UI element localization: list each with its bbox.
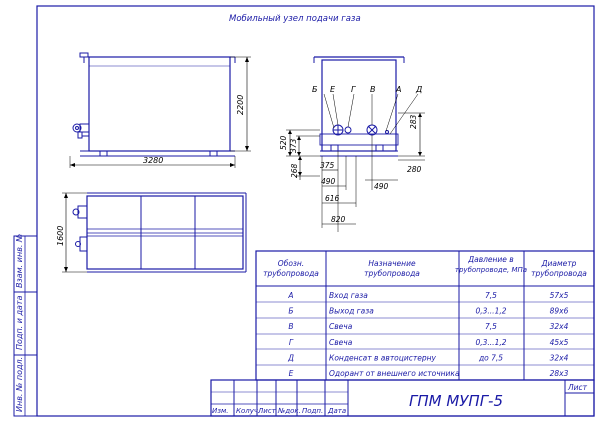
header-designation-2: трубопровода [263, 269, 319, 278]
pipe-letter-d: Д [415, 85, 422, 94]
col-data: Дата [327, 407, 346, 415]
cell-purpose: Свеча [329, 338, 353, 347]
drawing-title: Мобильный узел подачи газа [229, 14, 361, 24]
col-list: Лист [257, 407, 277, 415]
stamp-sign-label: Подп. и дата [15, 295, 24, 350]
header-diameter-2: трубопровода [531, 269, 587, 278]
dim-280: 280 [407, 165, 422, 174]
sheet-label: Лист [567, 383, 588, 392]
dim-268: 268 [290, 163, 299, 178]
document-name: ГПМ МУПГ-5 [409, 392, 503, 410]
pipeline-table: Обозн. трубопровода Назначение трубопров… [255, 250, 595, 381]
cell-purpose: Выход газа [329, 307, 374, 316]
dim-520: 520 [279, 135, 288, 150]
pipe-letter-v: В [370, 85, 376, 94]
side-height-dim: 2200 [236, 95, 245, 115]
cell-diameter: 32х4 [550, 322, 569, 331]
cell-pressure: 7,5 [485, 291, 497, 300]
cell-diameter: 28х3 [550, 369, 569, 378]
cell-designation: Д [287, 353, 294, 362]
cell-purpose: Конденсат в автоцистерну [329, 353, 437, 362]
cell-designation: Б [288, 307, 293, 316]
pipe-letter-e: Е [330, 85, 336, 94]
cell-diameter: 32х4 [550, 353, 569, 362]
cell-purpose: Вход газа [329, 291, 368, 300]
cell-pressure: 0,3...1,2 [475, 307, 506, 316]
pipe-letter-a: А [395, 85, 401, 94]
dim-490-left: 490 [321, 177, 336, 186]
header-purpose-1: Назначение [368, 259, 416, 268]
col-izm: Изм. [212, 407, 228, 415]
top-depth-dim: 1600 [56, 226, 65, 246]
dim-283: 283 [409, 114, 418, 129]
header-purpose-2: трубопровода [364, 269, 420, 278]
cell-diameter: 57х5 [550, 291, 569, 300]
cell-pressure: до 7,5 [478, 353, 503, 362]
side-view: 2200 3280 [69, 52, 251, 168]
cell-purpose: Свеча [329, 322, 353, 331]
header-pressure-1: Давление в [467, 255, 513, 264]
cell-purpose: Одорант от внешнего источника [329, 369, 460, 378]
header-diameter-1: Диаметр [541, 259, 577, 268]
cell-designation: Е [289, 369, 294, 378]
dim-375: 375 [320, 161, 335, 170]
cell-diameter: 89х6 [550, 307, 569, 316]
col-podp: Подп. [302, 407, 323, 415]
sheet-frame [36, 5, 595, 417]
dim-616: 616 [325, 194, 340, 203]
header-pressure-2: трубопроводе, МПа [455, 266, 527, 274]
pipe-letter-b: Б [312, 85, 318, 94]
dim-373: 373 [289, 138, 298, 153]
header-designation-1: Обозн. [278, 259, 304, 268]
cell-designation: Г [289, 338, 294, 347]
dim-820: 820 [331, 215, 346, 224]
top-view: 1600 [56, 192, 247, 273]
cell-designation: В [288, 322, 293, 331]
dim-490-right: 490 [374, 182, 389, 191]
col-ndok: №док. [277, 407, 301, 415]
cell-diameter: 45х5 [550, 338, 569, 347]
cell-designation: А [287, 291, 293, 300]
pipe-letter-g: Г [351, 85, 356, 94]
cell-pressure: 7,5 [485, 322, 497, 331]
title-block: Изм. Колуч. Лист №док. Подп. Дата ГПМ МУ… [210, 379, 595, 417]
stamp-replace-label: Взам. инв. № [15, 234, 24, 288]
col-koluch: Колуч. [236, 407, 260, 415]
side-stamp: Инв. № подл. Подп. и дата Взам. инв. № [13, 234, 38, 417]
stamp-inv-label: Инв. № подл. [15, 357, 24, 412]
cell-pressure: 0,3...1,2 [475, 338, 506, 347]
front-view: Б Е Г В А Д 520 373 268 283 280 3 [279, 56, 425, 232]
side-width-dim: 3280 [143, 156, 163, 165]
